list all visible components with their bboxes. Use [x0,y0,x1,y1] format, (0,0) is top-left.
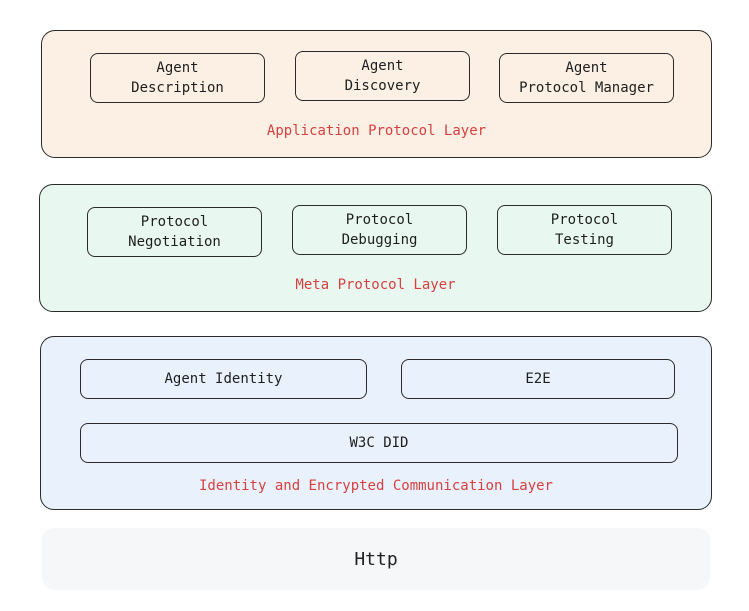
application-layer-label: Application Protocol Layer [266,123,487,139]
protocol-debugging-box: Protocol Debugging [292,205,467,255]
http-layer: Http [42,528,710,590]
agent-discovery-box: Agent Discovery [295,51,470,101]
protocol-negotiation-box: Protocol Negotiation [87,207,262,257]
agent-identity-box: Agent Identity [80,359,367,399]
agent-description-box: Agent Description [90,53,265,103]
meta-layer-label: Meta Protocol Layer [295,277,456,293]
identity-encrypted-communication-layer: Agent Identity E2E W3C DID Identity and … [40,336,712,510]
w3c-did-box: W3C DID [80,423,678,463]
http-label: Http [354,548,398,570]
meta-protocol-layer: Protocol Negotiation Protocol Debugging … [39,184,712,312]
protocol-testing-box: Protocol Testing [497,205,672,255]
application-protocol-layer: Agent Description Agent Discovery Agent … [41,30,712,158]
agent-protocol-manager-box: Agent Protocol Manager [499,53,674,103]
e2e-box: E2E [401,359,675,399]
identity-layer-label: Identity and Encrypted Communication Lay… [198,478,553,494]
